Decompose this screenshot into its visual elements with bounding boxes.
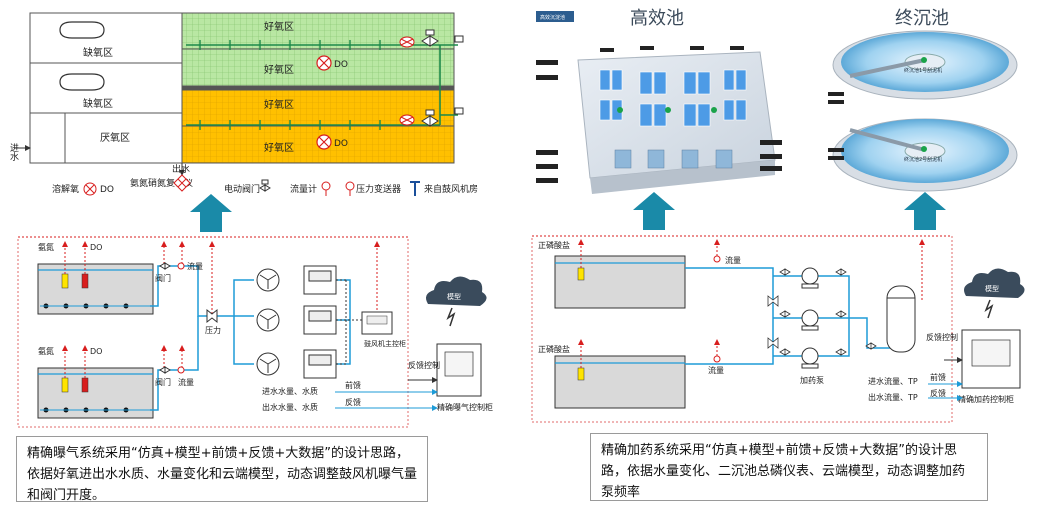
ammonia-label-2: 氨氮 — [38, 346, 54, 356]
feedback-control-label: 反馈控制 — [408, 360, 440, 370]
dosing-tank-1 — [554, 255, 686, 309]
flow-up-arrow-icon — [190, 194, 232, 232]
feedback-small-label-r: 反馈 — [930, 388, 946, 398]
aeration-plan: 缺氧区 缺氧区 厌氧区 好氧区 好氧区 好氧区 好氧区 — [8, 12, 464, 176]
cloud-model-icon — [426, 276, 487, 327]
electric-valve-icon — [259, 179, 271, 192]
electric-valve-icon — [421, 29, 439, 47]
anoxic-label-1: 缺氧区 — [83, 46, 113, 59]
do-label-1: DO — [334, 60, 348, 70]
ammonia-label-1: 氨氮 — [38, 242, 54, 252]
outlet-label: 出水 — [172, 163, 190, 175]
pool-badge — [536, 11, 574, 22]
valve-label-1: 阀门 — [155, 273, 171, 283]
high-efficiency-pool-view: 高效沉淀池 高效池 — [536, 8, 782, 194]
feedforward-label-r: 前馈 — [930, 372, 946, 382]
legend-pressure-transmitter: 压力变送器 — [356, 183, 401, 195]
dosing-pump-icon — [801, 267, 819, 369]
anaerobic-label: 厌氧区 — [100, 131, 130, 144]
electric-valve-icon — [421, 109, 439, 127]
do-label-ctrl-2: DO — [90, 347, 102, 356]
feedforward-label: 前馈 — [345, 380, 361, 390]
clarifier-1-text: 终沉池1号刮泥机 — [904, 67, 942, 74]
outflow-quality-label: 出水水量、水质 — [262, 402, 318, 412]
cloud-label: 模型 — [447, 292, 461, 301]
final-clarifier-title: 终沉池 — [895, 8, 949, 29]
pool-badge-label: 高效沉淀池 — [540, 14, 565, 21]
flow-meter-icon — [177, 262, 185, 374]
anoxic-zone-2 — [29, 62, 183, 114]
flow-meter-icon — [321, 181, 331, 196]
high-efficiency-title: 高效池 — [630, 8, 684, 29]
chemical-tank-icon — [886, 285, 916, 353]
blower-source-icon — [410, 181, 420, 196]
blower-plc-label: 鼓风机主控柜 — [364, 339, 406, 348]
flow-meter-icon — [713, 255, 721, 363]
aerobic-label-4: 好氧区 — [264, 141, 294, 154]
pressure-label: 压力 — [205, 325, 221, 335]
inlet-label: 进水 — [8, 143, 19, 161]
valve-icon — [767, 268, 877, 356]
valve-label-2: 阀门 — [155, 377, 171, 387]
cloud-model-icon — [964, 268, 1025, 319]
electric-valve-icon — [159, 262, 171, 374]
flow-label-1: 流量 — [187, 261, 203, 271]
dosing-tank-2 — [554, 355, 686, 409]
legend-do: DO — [100, 185, 114, 195]
dosing-cabinet-label: 精确加药控制柜 — [958, 394, 1014, 404]
legend-electric-valve: 电动阀门 — [224, 183, 260, 195]
legend-from-blower: 来自鼓风机房 — [424, 183, 478, 195]
pressure-transmitter-icon — [206, 308, 218, 324]
flow-label-r1: 流量 — [725, 255, 741, 265]
blower-fan-icon — [256, 268, 280, 376]
cabinet-label: 精确曝气控制柜 — [437, 402, 493, 412]
flow-label-r2: 流量 — [708, 365, 724, 375]
anoxic-zone-1 — [29, 12, 183, 64]
anaerobic-zone — [29, 112, 183, 164]
dosing-pump-label: 加药泵 — [800, 375, 824, 385]
do-sensor-icon — [316, 134, 332, 150]
cloud-label-r: 模型 — [985, 284, 999, 293]
do-label-2: DO — [334, 139, 348, 149]
do-label-ctrl-1: DO — [90, 243, 102, 252]
flow-up-arrow-icon — [633, 192, 675, 230]
legend-flow-meter: 流量计 — [290, 183, 317, 195]
aeration-control-schematic: 氨氮 DO 氨氮 DO 流量 阀门 阀门 流量 压力 — [17, 236, 493, 428]
phosphate-label-1: 正磷酸盐 — [538, 240, 570, 250]
do-sensor-icon — [316, 55, 332, 71]
flow-label-2: 流量 — [178, 377, 194, 387]
pressure-transmitter-icon — [345, 181, 355, 196]
blower-controller-icon — [303, 265, 337, 379]
outflow-tp-label: 出水流量、TP — [868, 392, 918, 402]
dosing-control-schematic: 正磷酸盐 正磷酸盐 流量 流量 加 — [531, 235, 1025, 423]
anoxic-label-2: 缺氧区 — [83, 97, 113, 110]
flow-meter-icon — [399, 36, 415, 126]
feedback-small-label: 反馈 — [345, 397, 361, 407]
phosphate-label-2: 正磷酸盐 — [538, 344, 570, 354]
aerobic-label-2: 好氧区 — [264, 63, 294, 76]
aeration-caption: 精确曝气系统采用“仿真+模型+前馈+反馈+大数据”的设计思路，依据好氧进出水水质… — [16, 436, 428, 503]
do-sensor-icon — [83, 182, 97, 196]
clarifier-2-text: 终沉池2号刮泥机 — [904, 156, 942, 163]
dosing-caption: 精确加药系统采用“仿真+模型+前馈+反馈+大数据”的设计思路，依据水量变化、二沉… — [590, 433, 988, 501]
feedback-control-label-r: 反馈控制 — [926, 332, 958, 342]
final-clarifier-view: 终沉池 终沉池1号刮泥机 终沉池2号刮泥机 — [828, 8, 1018, 192]
inflow-quality-label: 进水水量、水质 — [262, 386, 318, 396]
flow-up-arrow-icon — [904, 192, 946, 230]
legend-dissolved-oxygen: 溶解氧 — [52, 183, 79, 195]
aeration-legend: 溶解氧 DO 氨氮硝氮复合仪 电动阀门 流量计 压力变送器 来自鼓风机房 — [52, 174, 478, 196]
inflow-tp-label: 进水流量、TP — [868, 376, 918, 386]
aerobic-label-1: 好氧区 — [264, 20, 294, 33]
aerobic-label-3: 好氧区 — [264, 98, 294, 111]
pressure-transmitter-icon — [454, 35, 464, 115]
